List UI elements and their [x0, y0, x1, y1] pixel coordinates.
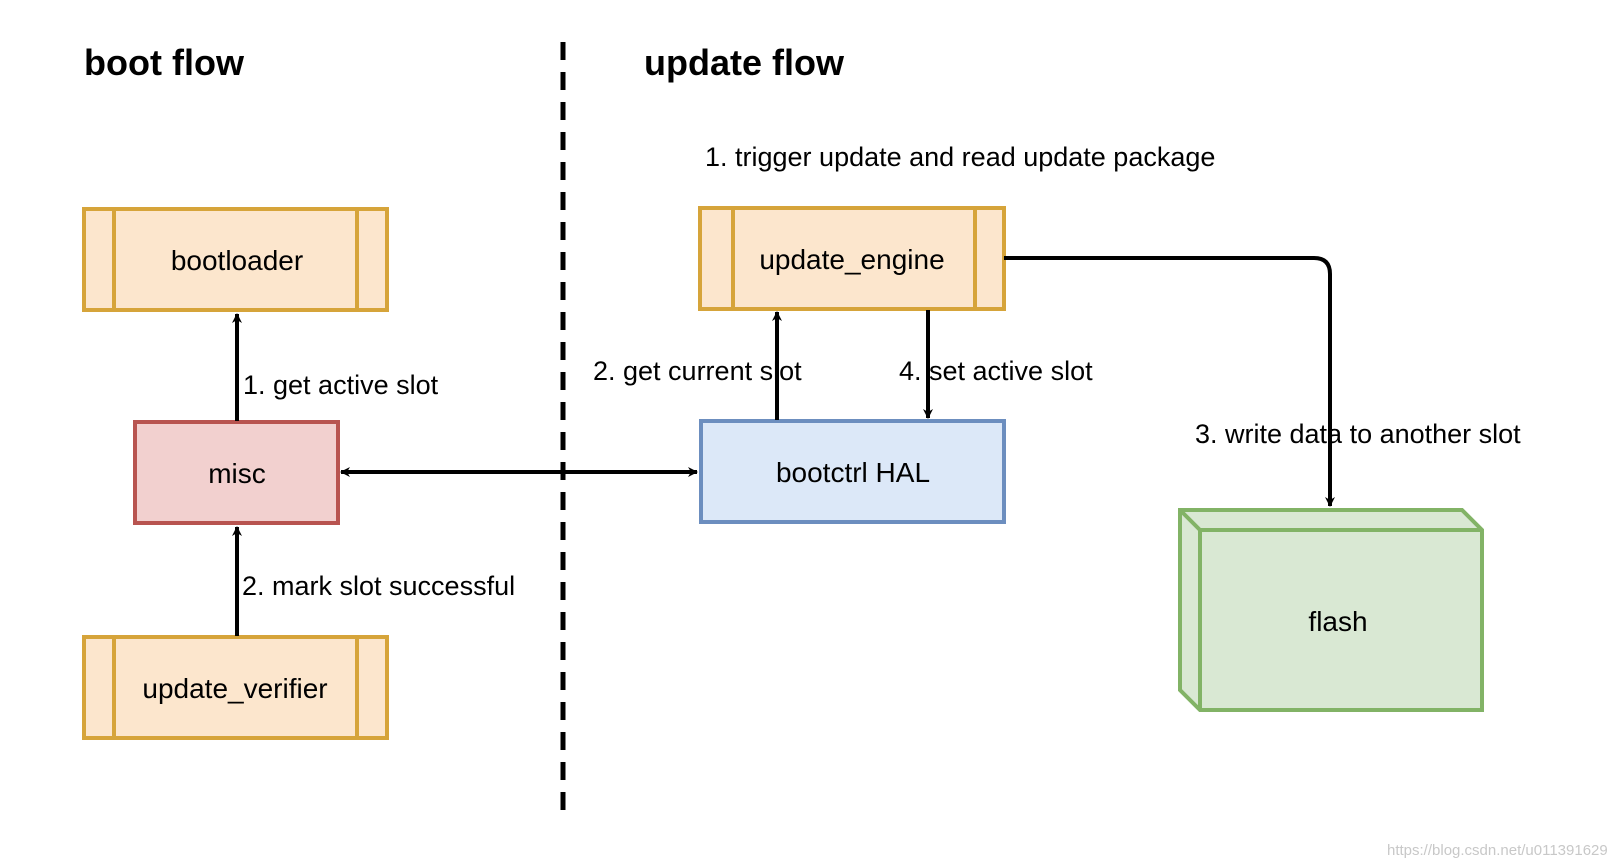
- arrow-engine-to-flash: [1004, 256, 1335, 507]
- update-engine-node: update_engine: [698, 206, 1006, 311]
- bootctrl-hal-box: [699, 419, 1006, 524]
- flash-box-front: [1178, 508, 1484, 712]
- update-engine-label: update_engine: [759, 244, 944, 275]
- flash-node: flash: [1178, 508, 1484, 712]
- label-write-data: 3. write data to another slot: [1195, 419, 1521, 449]
- label-mark-slot-successful: 2. mark slot successful: [242, 571, 515, 601]
- label-get-current-slot: 2. get current slot: [593, 356, 802, 386]
- flash-label: flash: [1308, 606, 1367, 637]
- label-set-active-slot: 4. set active slot: [899, 356, 1093, 386]
- update-engine-box: [698, 206, 1006, 311]
- flash-box-edge-h: [1178, 508, 1202, 532]
- boot-flow-title: boot flow: [84, 42, 245, 83]
- bootctrl-hal-label: bootctrl HAL: [776, 457, 930, 488]
- update-flow-title: update flow: [644, 42, 845, 83]
- update-verifier-label: update_verifier: [142, 673, 327, 704]
- misc-node: misc: [133, 420, 340, 525]
- misc-label: misc: [208, 458, 266, 489]
- bootloader-label: bootloader: [171, 245, 303, 276]
- update-verifier-box: [82, 635, 389, 740]
- label-get-active-slot: 1. get active slot: [243, 370, 439, 400]
- bootloader-box: [82, 207, 389, 312]
- label-trigger-update: 1. trigger update and read update packag…: [705, 142, 1215, 172]
- bootloader-node: bootloader: [82, 207, 389, 312]
- misc-box: [133, 420, 340, 525]
- update-verifier-node: update_verifier: [82, 635, 389, 740]
- bootctrl-hal-node: bootctrl HAL: [699, 419, 1006, 524]
- watermark: https://blog.csdn.net/u011391629: [1387, 842, 1608, 859]
